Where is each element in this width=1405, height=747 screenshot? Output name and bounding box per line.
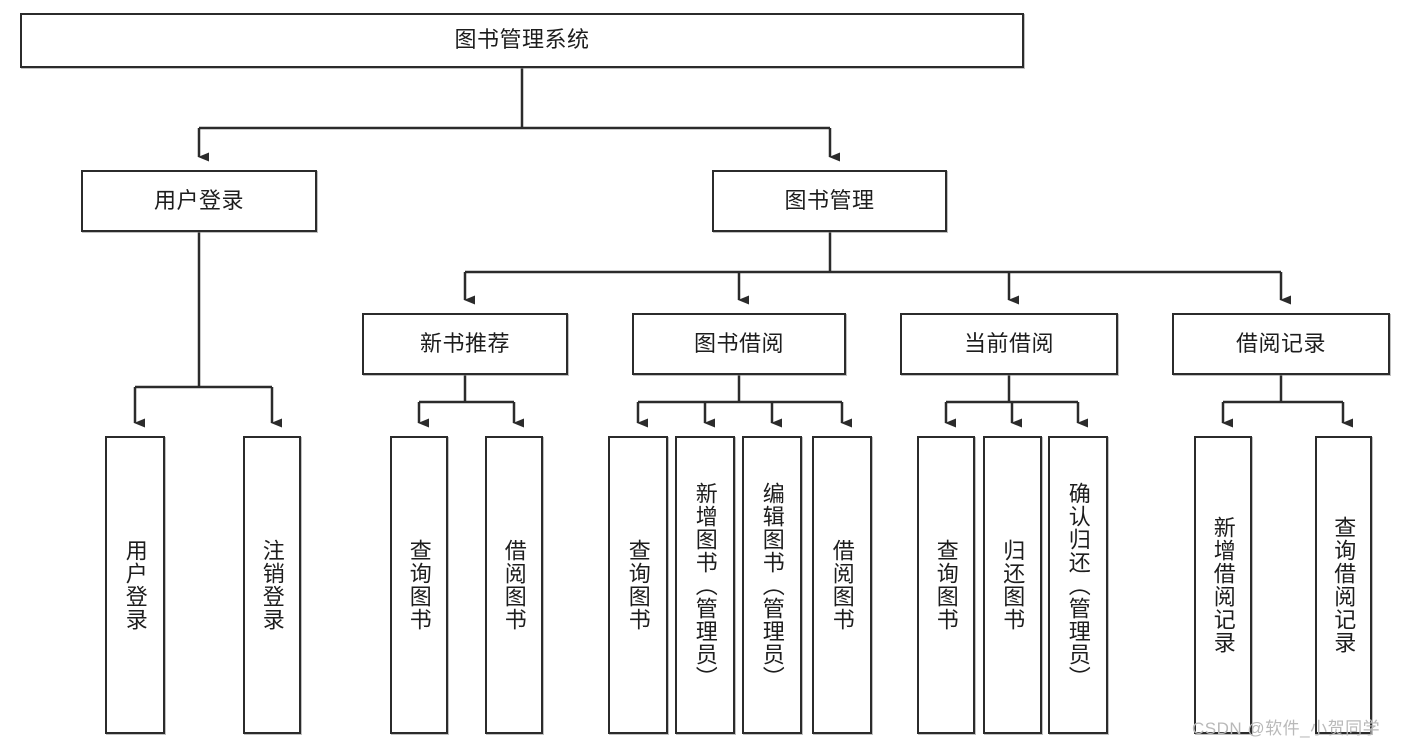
node-user-login-label: 用户登录: [153, 187, 244, 213]
node-leaf-add-book[interactable]: 新增图书（管理员）: [675, 436, 735, 734]
node-leaf-borrow-book-label: 借阅图书: [829, 539, 855, 631]
node-leaf-query-book-recommend-label: 查询图书: [406, 539, 432, 631]
node-leaf-return-book[interactable]: 归还图书: [983, 436, 1042, 734]
node-leaf-query-book-borrow-label: 查询图书: [625, 539, 651, 631]
node-leaf-query-borrow-record[interactable]: 查询借阅记录: [1315, 436, 1372, 734]
node-borrow-record[interactable]: 借阅记录: [1172, 313, 1390, 375]
node-new-book-recommend[interactable]: 新书推荐: [362, 313, 568, 375]
node-leaf-user-login[interactable]: 用户登录: [105, 436, 165, 734]
node-leaf-logout-label: 注销登录: [259, 539, 285, 631]
node-leaf-confirm-return-label: 确认归还（管理员）: [1065, 481, 1091, 689]
node-book-borrow[interactable]: 图书借阅: [632, 313, 846, 375]
node-leaf-add-book-label: 新增图书（管理员）: [692, 481, 718, 689]
node-current-borrow-label: 当前借阅: [963, 330, 1054, 356]
node-leaf-logout[interactable]: 注销登录: [243, 436, 301, 734]
node-book-management-label: 图书管理: [784, 187, 875, 213]
node-leaf-borrow-book[interactable]: 借阅图书: [812, 436, 872, 734]
csdn-watermark: CSDN @软件_小贺同学: [1192, 719, 1381, 738]
node-root[interactable]: 图书管理系统: [20, 13, 1024, 68]
node-new-book-recommend-label: 新书推荐: [419, 330, 510, 356]
node-leaf-edit-book-label: 编辑图书（管理员）: [759, 481, 785, 689]
node-leaf-query-book-recommend[interactable]: 查询图书: [390, 436, 448, 734]
node-book-management[interactable]: 图书管理: [712, 170, 947, 232]
node-current-borrow[interactable]: 当前借阅: [900, 313, 1118, 375]
node-leaf-borrow-book-recommend[interactable]: 借阅图书: [485, 436, 543, 734]
node-borrow-record-label: 借阅记录: [1235, 330, 1326, 356]
node-leaf-confirm-return[interactable]: 确认归还（管理员）: [1048, 436, 1108, 734]
node-leaf-add-borrow-record[interactable]: 新增借阅记录: [1194, 436, 1252, 734]
node-leaf-query-book-borrow[interactable]: 查询图书: [608, 436, 668, 734]
node-root-label: 图书管理系统: [454, 27, 590, 53]
node-user-login[interactable]: 用户登录: [81, 170, 317, 232]
node-leaf-add-borrow-record-label: 新增借阅记录: [1210, 516, 1236, 654]
node-leaf-return-book-label: 归还图书: [1000, 539, 1026, 631]
node-leaf-user-login-label: 用户登录: [122, 539, 148, 631]
node-book-borrow-label: 图书借阅: [693, 330, 784, 356]
node-leaf-query-borrow-record-label: 查询借阅记录: [1331, 516, 1357, 654]
node-leaf-edit-book[interactable]: 编辑图书（管理员）: [742, 436, 802, 734]
node-leaf-borrow-book-recommend-label: 借阅图书: [501, 539, 527, 631]
node-leaf-query-book-current-label: 查询图书: [933, 539, 959, 631]
node-leaf-query-book-current[interactable]: 查询图书: [917, 436, 975, 734]
